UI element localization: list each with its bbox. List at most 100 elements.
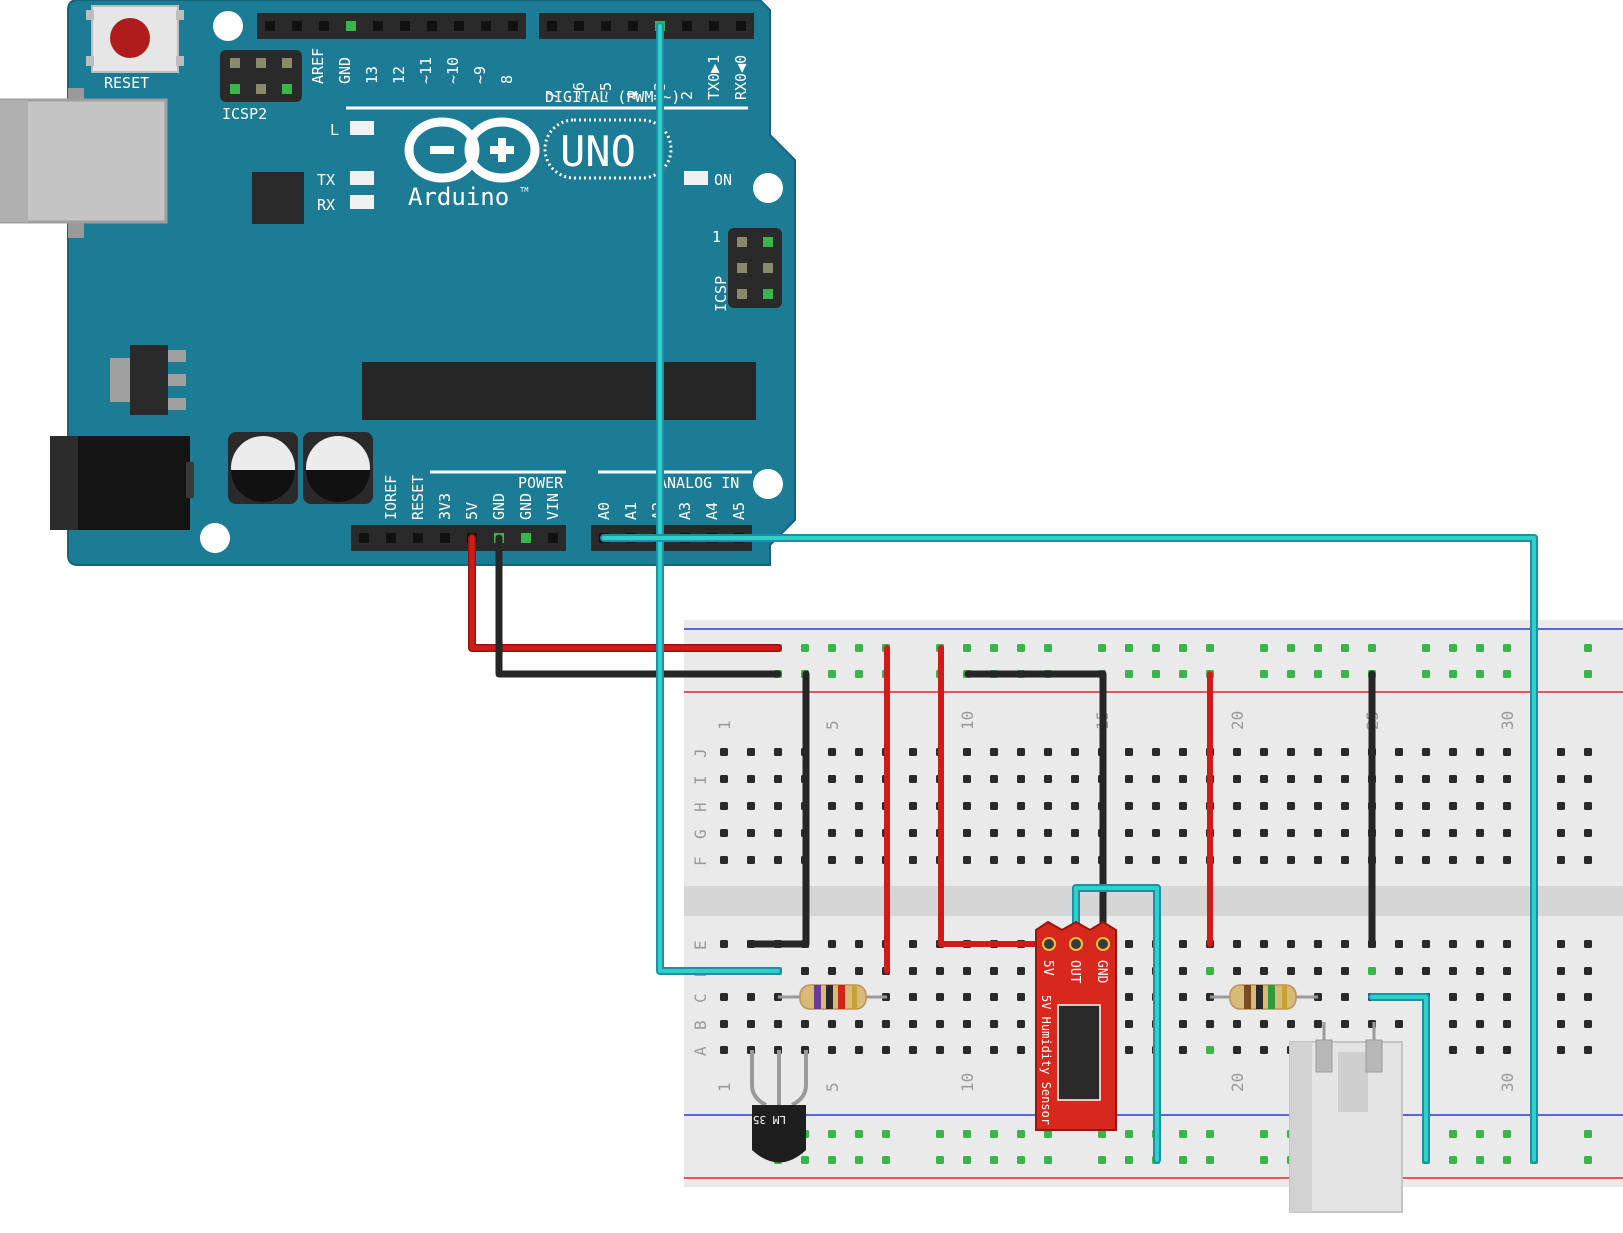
header-pin[interactable] — [548, 533, 558, 543]
header-pin[interactable] — [508, 21, 518, 31]
digital-header — [257, 13, 754, 39]
breadboard-hole — [909, 1020, 917, 1028]
breadboard-hole — [855, 856, 863, 864]
header-pin[interactable] — [373, 21, 383, 31]
header-pin[interactable] — [628, 21, 638, 31]
breadboard-hole — [1017, 1156, 1025, 1164]
wire-gnd — [495, 534, 782, 678]
breadboard-hole — [828, 644, 836, 652]
breadboard-hole — [1179, 802, 1187, 810]
pin-label: 2 — [678, 91, 696, 100]
breadboard-hole — [1179, 993, 1187, 1001]
breadboard-hole — [747, 802, 755, 810]
breadboard-hole — [720, 1046, 728, 1054]
mounting-hole — [213, 11, 243, 41]
icsp2-header — [220, 50, 302, 102]
breadboard-hole — [963, 644, 971, 652]
voltage-regulator — [110, 345, 186, 415]
breadboard-hole — [1557, 1020, 1565, 1028]
capacitor — [303, 432, 373, 504]
breadboard-hole — [1449, 1020, 1457, 1028]
header-pin[interactable] — [736, 21, 746, 31]
breadboard-hole — [1314, 829, 1322, 837]
breadboard-hole — [747, 993, 755, 1001]
pin-label: A5 — [730, 502, 748, 520]
usb-interface-chip — [252, 172, 304, 224]
header-pin[interactable] — [454, 21, 464, 31]
breadboard-hole — [1341, 1020, 1349, 1028]
breadboard-hole — [936, 1046, 944, 1054]
header-pin[interactable] — [359, 533, 369, 543]
breadboard-hole — [1044, 856, 1052, 864]
header-pin[interactable] — [440, 533, 450, 543]
row-letter: H — [691, 802, 710, 812]
power-label: POWER — [518, 474, 564, 492]
breadboard-hole — [855, 829, 863, 837]
breadboard-hole — [720, 829, 728, 837]
header-pin[interactable] — [427, 21, 437, 31]
header-pin[interactable] — [481, 21, 491, 31]
breadboard-hole — [1233, 775, 1241, 783]
mounting-hole — [753, 173, 783, 203]
header-pin[interactable] — [682, 21, 692, 31]
breadboard-hole — [1125, 644, 1133, 652]
breadboard-hole — [1152, 829, 1160, 837]
breadboard-hole — [990, 829, 998, 837]
breadboard-hole — [1395, 802, 1403, 810]
breadboard-hole — [963, 802, 971, 810]
breadboard-hole — [1233, 802, 1241, 810]
breadboard-hole — [1503, 644, 1511, 652]
breadboard-hole — [1017, 775, 1025, 783]
header-pin[interactable] — [601, 21, 611, 31]
header-pin[interactable] — [400, 21, 410, 31]
column-number: 30 — [1498, 1073, 1517, 1092]
header-pin[interactable] — [521, 533, 531, 543]
header-pin[interactable] — [346, 21, 356, 31]
breadboard-hole — [1557, 856, 1565, 864]
breadboard-hole — [1260, 1046, 1268, 1054]
header-pin[interactable] — [319, 21, 329, 31]
breadboard-hole — [1044, 829, 1052, 837]
header-pin[interactable] — [547, 21, 557, 31]
breadboard-hole — [1449, 829, 1457, 837]
breadboard-hole — [1206, 1020, 1214, 1028]
breadboard-hole — [1476, 1156, 1484, 1164]
breadboard-hole — [1584, 1130, 1592, 1138]
breadboard-hole — [1584, 1020, 1592, 1028]
breadboard-hole — [1152, 748, 1160, 756]
humidity-pin-out: OUT — [1067, 960, 1082, 984]
breadboard-hole — [1125, 967, 1133, 975]
pin-label: 5V — [463, 502, 481, 520]
breadboard-hole — [1503, 1046, 1511, 1054]
wires — [468, 22, 1538, 1164]
breadboard-hole — [1287, 1020, 1295, 1028]
header-pin[interactable] — [386, 533, 396, 543]
breadboard-hole — [990, 802, 998, 810]
breadboard-hole — [1179, 940, 1187, 948]
breadboard-hole — [1395, 967, 1403, 975]
header-pin[interactable] — [574, 21, 584, 31]
breadboard-hole — [990, 1046, 998, 1054]
breadboard-hole — [1449, 1130, 1457, 1138]
breadboard-hole — [1584, 940, 1592, 948]
reset-button[interactable] — [86, 5, 184, 73]
breadboard-hole — [1179, 1020, 1187, 1028]
breadboard-hole — [1287, 967, 1295, 975]
breadboard-hole — [1449, 1046, 1457, 1054]
breadboard-hole — [720, 856, 728, 864]
header-pin[interactable] — [292, 21, 302, 31]
breadboard-hole — [1476, 967, 1484, 975]
breadboard-hole — [1476, 993, 1484, 1001]
breadboard-hole — [1287, 775, 1295, 783]
breadboard-hole — [1044, 775, 1052, 783]
breadboard-hole — [963, 967, 971, 975]
header-pin[interactable] — [413, 533, 423, 543]
breadboard-hole — [747, 775, 755, 783]
header-pin[interactable] — [709, 21, 719, 31]
breadboard-hole — [1206, 644, 1214, 652]
column-number: 20 — [1228, 711, 1247, 730]
row-letter: A — [691, 1046, 710, 1056]
breadboard-hole — [828, 748, 836, 756]
header-pin[interactable] — [265, 21, 275, 31]
